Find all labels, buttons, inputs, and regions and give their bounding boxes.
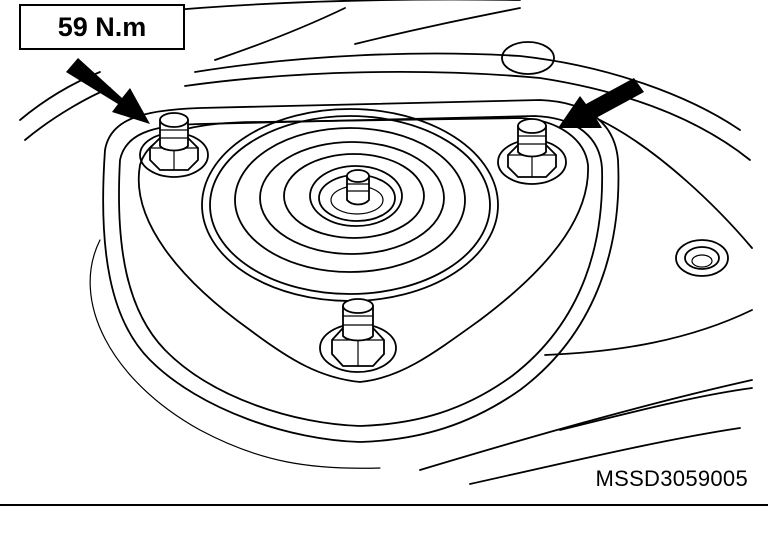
mounting-nut-icon	[497, 118, 567, 185]
torque-spec-label: 59 N.m	[19, 4, 185, 50]
strut-tower	[89, 99, 620, 469]
figure-code: MSSD3059005	[595, 466, 748, 491]
arrow-pointer-icon	[66, 58, 150, 124]
piston-rod-stud	[346, 169, 370, 206]
body-panel-lines	[19, 0, 753, 485]
mounting-nut-icon	[139, 112, 209, 178]
mounting-nut-icon	[319, 298, 397, 373]
arrow-pointer-icon	[558, 78, 644, 128]
strut-insulator	[201, 108, 499, 302]
